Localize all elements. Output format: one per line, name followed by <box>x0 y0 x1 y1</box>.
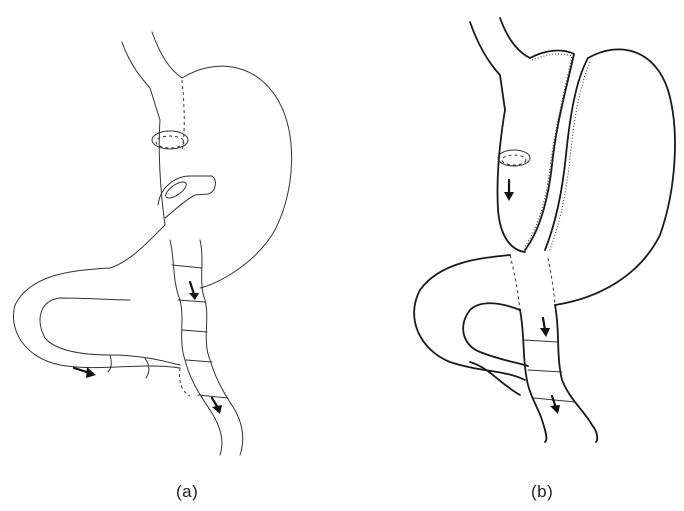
panel-a-stomach <box>159 66 291 288</box>
panel-b-arrowhead-2 <box>540 328 550 337</box>
panel-a-arrowhead-3 <box>212 405 222 414</box>
panel-b-remnant-staples <box>549 62 590 252</box>
panel-a-arrow-1 <box>190 282 194 294</box>
panel-b-drawing <box>414 18 675 442</box>
panel-b-esophagus <box>470 18 530 110</box>
panel-a-roux-segments <box>172 265 228 398</box>
panel-b-ring-inner <box>502 155 526 165</box>
panel-a-duodenum-loop <box>13 225 180 368</box>
panel-b-ring <box>498 150 530 166</box>
panel-b-roux-limb <box>520 305 597 442</box>
panel-b-roux-dash <box>510 255 555 310</box>
panel-b-roux-segments <box>524 340 575 402</box>
panel-b-pouch-staples <box>524 54 572 248</box>
panel-b-loop <box>414 255 528 395</box>
panel-a-ring-inner <box>156 136 184 148</box>
panel-a-drawing <box>13 32 291 455</box>
panel-a-arrowhead-1 <box>189 293 199 300</box>
panel-b-pouch <box>497 51 574 252</box>
panel-b-arrowhead-1 <box>504 192 514 201</box>
panel-a-arrowhead-2 <box>86 367 96 378</box>
panel-a-caption: (a) <box>176 482 198 502</box>
panel-a-pouch-opening <box>163 179 188 201</box>
panel-b-stomach-remnant <box>545 49 675 305</box>
panel-b-caption: (b) <box>531 482 553 502</box>
panel-b-arrowhead-3 <box>550 405 560 414</box>
panel-a-esophagus <box>122 32 182 120</box>
panel-a-roux-limb <box>170 240 243 455</box>
